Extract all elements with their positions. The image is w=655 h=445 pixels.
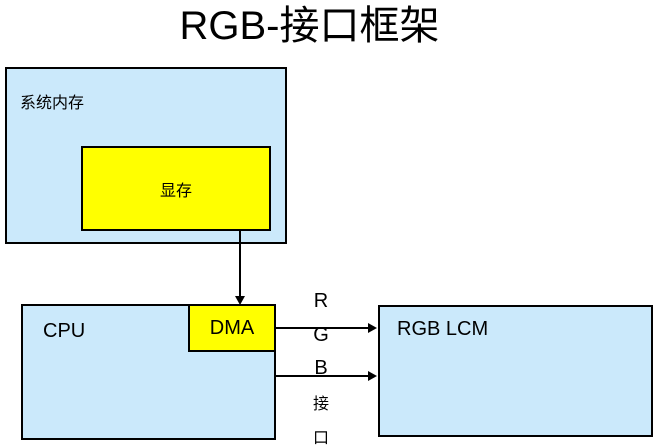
video-memory-box: 显存 xyxy=(81,146,271,231)
bus-label-jie: 接 xyxy=(312,396,329,414)
bus-label-r: R xyxy=(313,290,329,313)
rgb-lcm-label: RGB LCM xyxy=(397,318,489,340)
cpu-label: CPU xyxy=(43,320,86,342)
bus-label-kou: 口 xyxy=(312,429,329,445)
dma-box: DMA xyxy=(188,304,276,352)
video-memory-to-dma-arrow-line xyxy=(239,231,241,297)
arrowhead-right-icon xyxy=(368,323,377,333)
video-memory-label: 显存 xyxy=(159,182,192,200)
page-title: RGB-接口框架 xyxy=(179,4,440,48)
dma-to-rgb-lcm-arrow-line xyxy=(276,327,369,329)
bus-label-b: B xyxy=(314,357,328,380)
rgb-lcm-box: RGB LCM xyxy=(378,305,653,437)
cpu-to-rgb-lcm-arrow-line xyxy=(276,375,369,377)
arrowhead-down-icon xyxy=(235,296,245,305)
dma-label: DMA xyxy=(209,316,255,339)
system-memory-label: 系统内存 xyxy=(20,95,85,112)
arrowhead-right-icon xyxy=(368,371,377,381)
bus-label-g: G xyxy=(313,323,329,346)
rgb-interface-bus-labels: R G B 接 口 xyxy=(305,285,337,445)
